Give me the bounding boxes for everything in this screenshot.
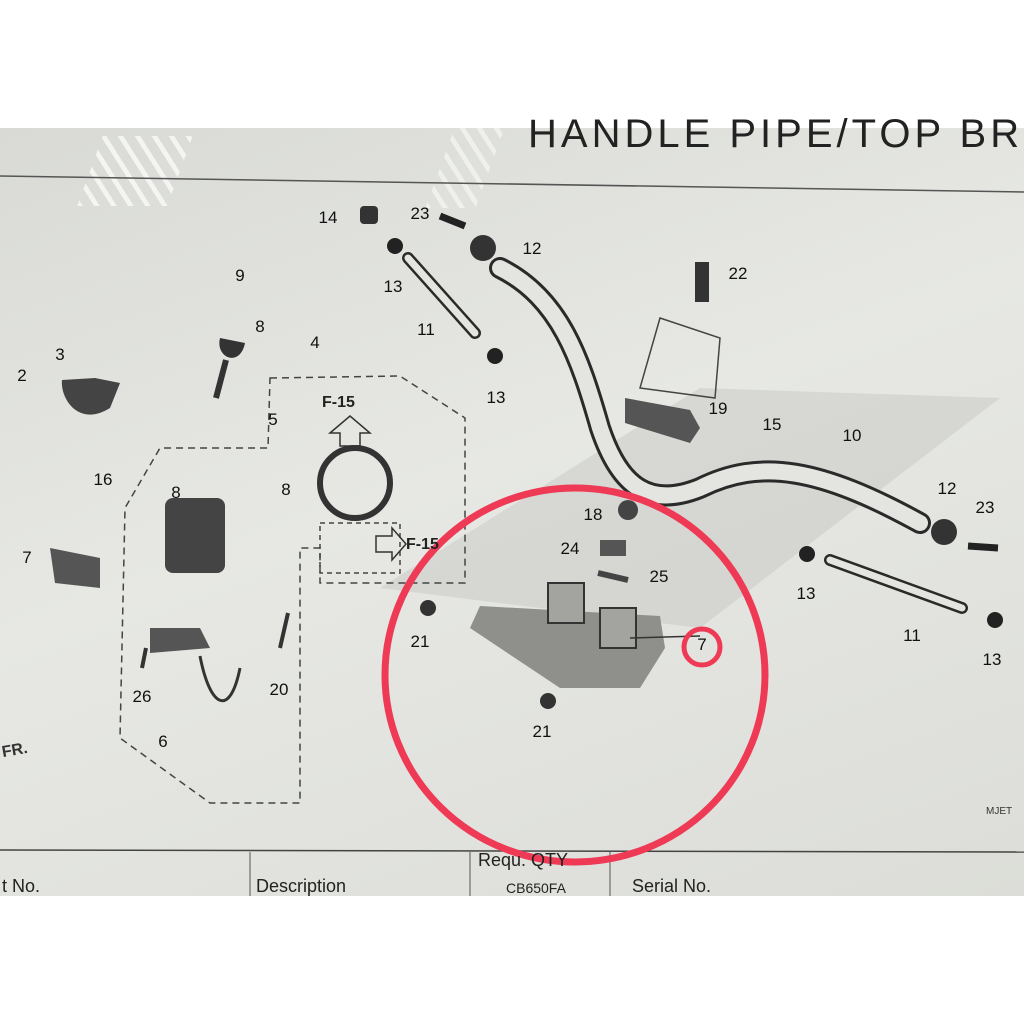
header-description: Description	[256, 876, 347, 896]
bolt-21-bottom	[540, 693, 556, 709]
pin-25	[597, 570, 629, 583]
bolt-23-right	[967, 542, 999, 552]
callout-15: 15	[762, 415, 782, 434]
highlight-circle	[381, 484, 769, 866]
part-13-top	[387, 238, 403, 254]
weight-12-top	[470, 235, 496, 261]
switch-housing	[61, 378, 120, 415]
part-14	[360, 206, 378, 224]
frame-ref-f15-side: F-15	[406, 536, 439, 553]
callout-24: 24	[560, 539, 580, 558]
callout-11: 11	[417, 320, 435, 339]
part-13-far-right	[987, 612, 1003, 628]
highlight-small-circle	[681, 626, 723, 668]
screw-26	[140, 647, 148, 669]
callout-12: 12	[522, 239, 542, 258]
part-13-right	[799, 546, 815, 562]
callout-11: 11	[903, 626, 921, 645]
key-9	[219, 338, 245, 358]
callout-19: 19	[708, 399, 728, 418]
weight-12-right	[931, 519, 957, 545]
callout-12: 12	[937, 479, 957, 498]
callout-21: 21	[410, 632, 430, 651]
callout-14: 14	[318, 208, 338, 227]
header-model: CB650FA	[506, 880, 566, 896]
drawing-code: MJET	[986, 806, 1013, 817]
arrow-up	[327, 415, 373, 447]
fuel-cap	[317, 445, 393, 521]
callout-4: 4	[310, 333, 320, 352]
shading-band	[380, 388, 1000, 628]
callout-23: 23	[410, 204, 430, 223]
part-13-mid	[487, 348, 503, 364]
callout-26: 26	[132, 687, 152, 706]
header-part-no: t No.	[2, 876, 41, 896]
nut-18	[618, 500, 638, 520]
assembly-outline	[119, 375, 466, 804]
callout-5: 5	[268, 410, 278, 429]
header-rule	[0, 175, 1024, 193]
callout-10: 10	[842, 426, 862, 445]
callout-13: 13	[486, 388, 506, 407]
switch-6	[150, 628, 210, 653]
frame-ref-f15: F-15	[322, 394, 355, 411]
bolt-21-left	[420, 600, 436, 616]
callout-23: 23	[975, 498, 995, 517]
callout-16: 16	[93, 470, 113, 489]
callout-25: 25	[649, 567, 669, 586]
handle-pipe-fill	[492, 260, 928, 531]
nut-24	[600, 540, 626, 556]
bolt-23-top	[438, 212, 467, 230]
header-serial-no: Serial No.	[632, 876, 712, 896]
callout-20: 20	[269, 680, 289, 699]
callout-13: 13	[982, 650, 1002, 669]
diagram-title: HANDLE PIPE/TOP BR	[528, 112, 1024, 156]
callout-9: 9	[235, 266, 245, 285]
part-7-left	[50, 548, 100, 588]
callout-8: 8	[281, 480, 291, 499]
callout-3: 3	[55, 345, 65, 364]
holder-15	[625, 398, 700, 443]
callout-18: 18	[583, 505, 603, 524]
callout-2: 2	[17, 366, 27, 385]
callout-13: 13	[796, 584, 816, 603]
screw-20	[278, 612, 290, 649]
callout-13: 13	[383, 277, 403, 296]
callout-8: 8	[171, 483, 181, 502]
callout-7: 7	[22, 548, 32, 567]
bolt-22	[695, 262, 709, 302]
callout-8: 8	[255, 317, 265, 336]
callout-22: 22	[728, 264, 748, 283]
arrow-right	[375, 526, 407, 562]
ignition-switch-5	[165, 498, 225, 573]
callout-21: 21	[532, 722, 552, 741]
header-required-qty: Requ. QTY	[478, 850, 569, 870]
callout-7-highlighted: 7	[697, 635, 707, 654]
callout-6: 6	[158, 732, 168, 751]
parts-diagram	[0, 175, 1024, 896]
